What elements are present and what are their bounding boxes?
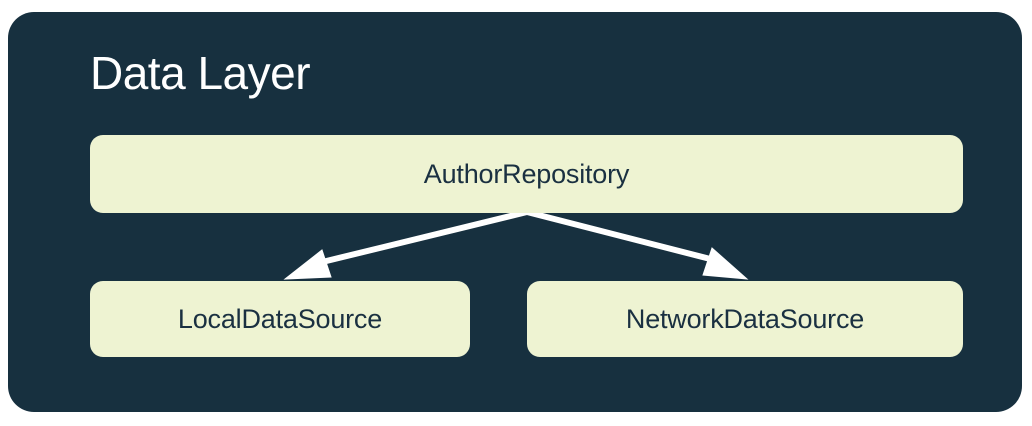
node-label-author-repository: AuthorRepository — [423, 158, 630, 189]
panel-title: Data Layer — [90, 47, 311, 99]
node-label-local-data-source: LocalDataSource — [177, 303, 383, 334]
node-local-data-source[interactable]: LocalDataSource — [90, 281, 470, 357]
node-network-data-source[interactable]: NetworkDataSource — [527, 281, 963, 357]
node-label-network-data-source: NetworkDataSource — [625, 303, 865, 334]
node-author-repository[interactable]: AuthorRepository — [90, 135, 963, 213]
